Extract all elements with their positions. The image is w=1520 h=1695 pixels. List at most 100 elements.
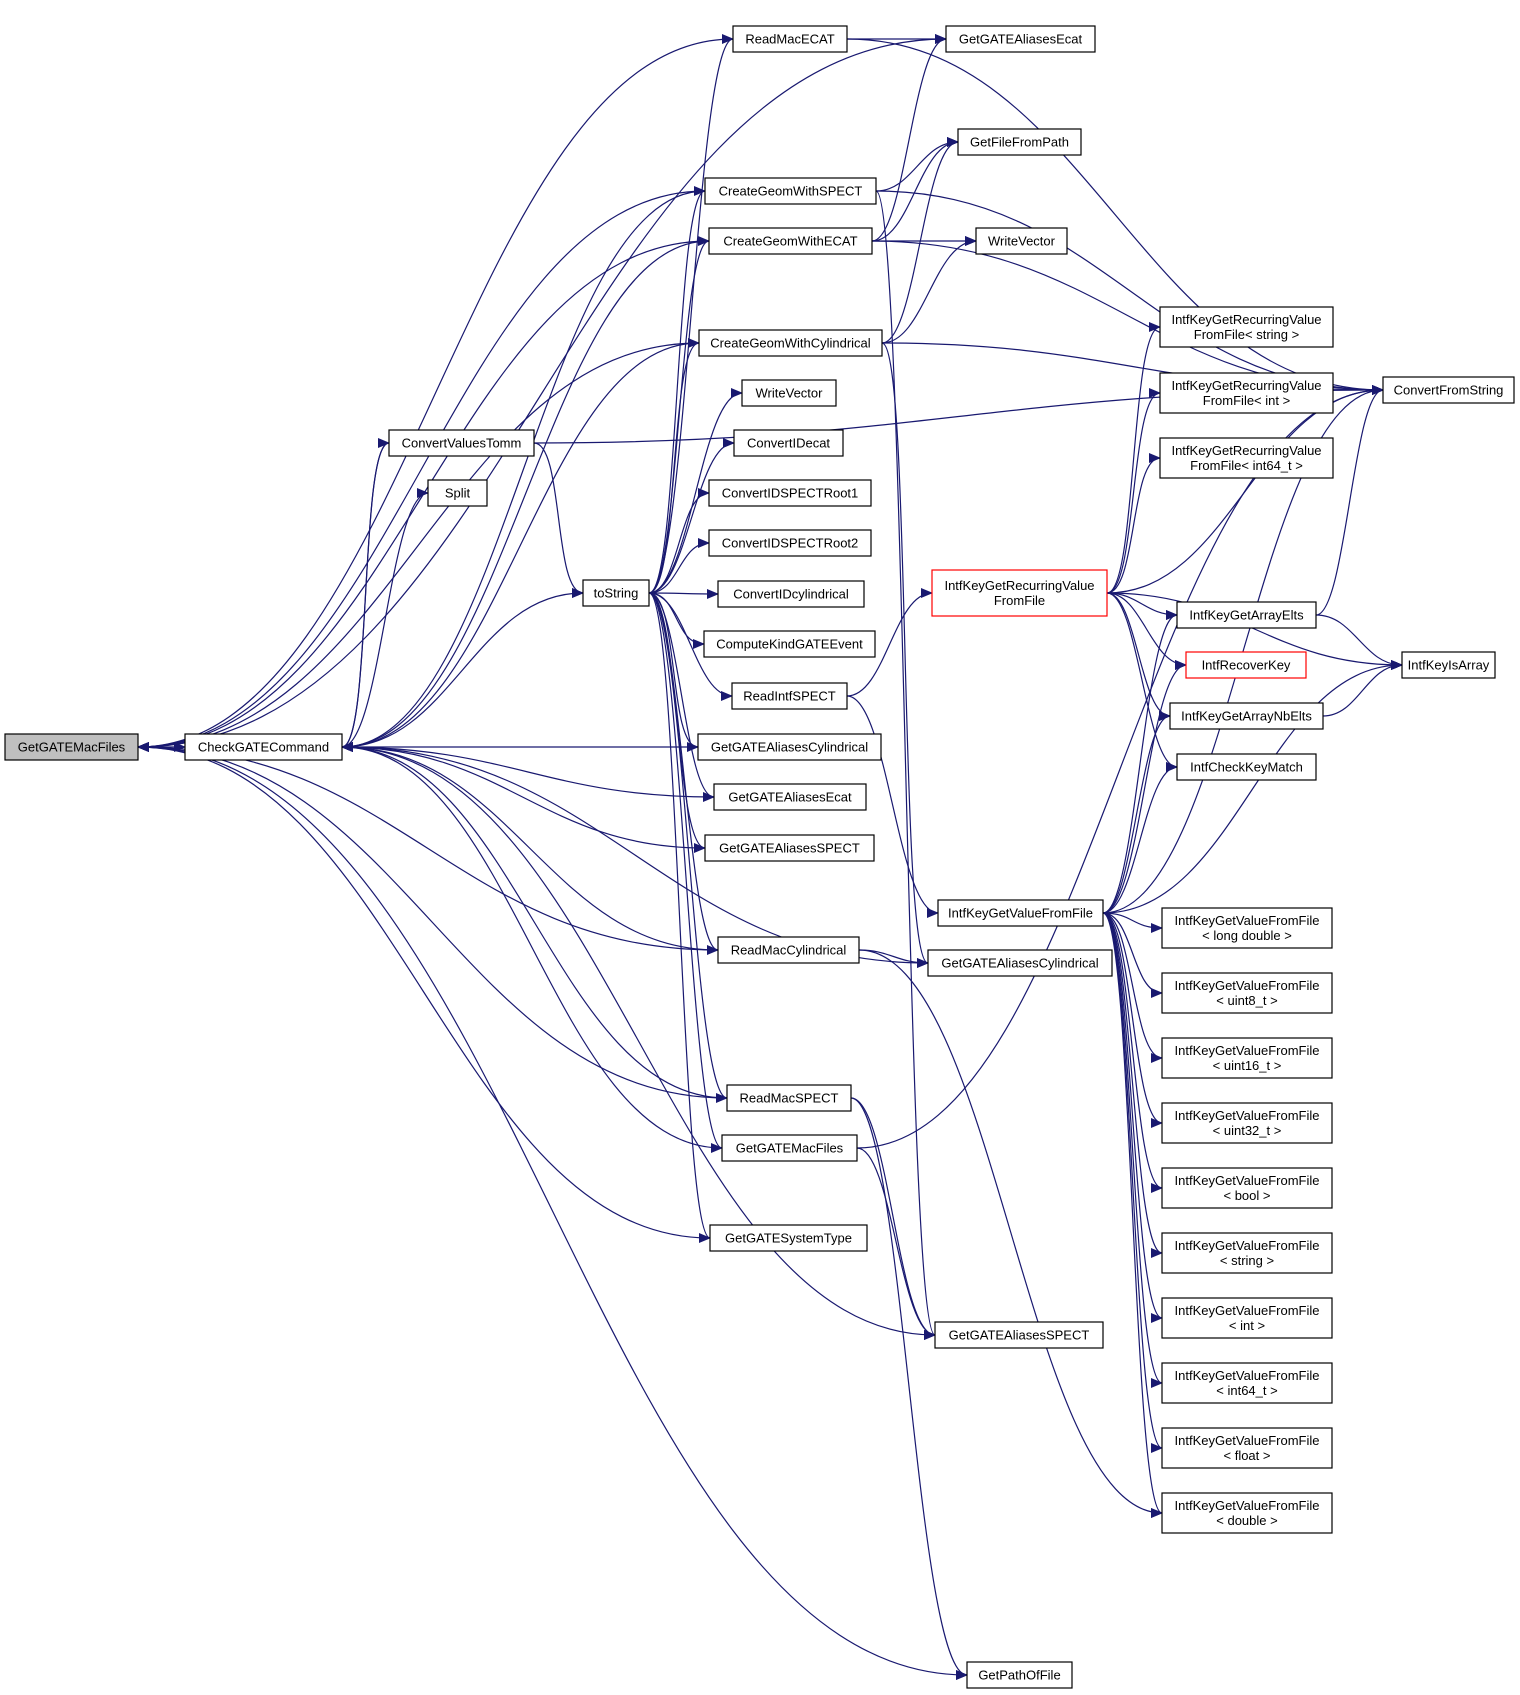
node-label: ConvertIDcylindrical — [733, 587, 849, 602]
node-convert-from-string[interactable]: ConvertFromString — [1382, 376, 1515, 404]
node-box — [388, 429, 535, 457]
node-get-gatemac-files-mid[interactable]: GetGATEMacFiles — [721, 1134, 858, 1162]
node-val-float[interactable]: IntfKeyGetValueFromFile< float > — [1161, 1427, 1333, 1469]
node-label: < int64_t > — [1216, 1383, 1277, 1398]
edge-get-gatealiases-ecat-mid-to-check-gatecommand — [341, 742, 715, 798]
node-intf-key-is-array[interactable]: IntfKeyIsArray — [1401, 651, 1496, 679]
edge-intf-key-get-value-from-file-to-val-uint32 — [1102, 912, 1163, 1128]
edge-intf-key-get-recurring-value-from-file-to-recur-string — [1106, 322, 1161, 594]
edge-to-string-to-get-gatealiases-ecat-mid — [648, 592, 715, 802]
edge-intf-key-get-recurring-value-from-file-to-recur-int — [1106, 388, 1161, 594]
node-label: GetGATESystemType — [725, 1231, 852, 1246]
node-box — [697, 733, 882, 761]
node-intf-recover-key[interactable]: IntfRecoverKey — [1185, 651, 1307, 679]
edge-create-geom-with-cylindrical-to-write-vector-right — [881, 236, 977, 344]
node-write-vector-mid[interactable]: WriteVector — [741, 379, 837, 407]
edges-layer — [137, 34, 1403, 1680]
node-get-path-of-file[interactable]: GetPathOfFile — [966, 1661, 1073, 1689]
node-val-long-double[interactable]: IntfKeyGetValueFromFile< long double > — [1161, 907, 1333, 949]
node-val-int64[interactable]: IntfKeyGetValueFromFile< int64_t > — [1161, 1362, 1333, 1404]
node-label: IntfKeyGetRecurringValue — [944, 578, 1094, 593]
node-get-file-from-path[interactable]: GetFileFromPath — [957, 128, 1082, 156]
node-label: IntfKeyGetValueFromFile — [1175, 1238, 1320, 1253]
node-label: IntfKeyGetArrayElts — [1189, 608, 1304, 623]
edge-read-intf-spect-to-intf-key-get-recurring-value-from-file — [846, 588, 933, 697]
node-val-bool[interactable]: IntfKeyGetValueFromFile< bool > — [1161, 1167, 1333, 1209]
node-box — [713, 783, 867, 811]
node-label: IntfKeyGetValueFromFile — [1175, 978, 1320, 993]
node-label: CheckGATECommand — [198, 740, 329, 755]
node-get-gatealiases-cylindrical-right[interactable]: GetGATEAliasesCylindrical — [927, 949, 1113, 977]
edge-get-gatemac-files-mid-to-convert-from-string — [856, 385, 1384, 1149]
node-val-string[interactable]: IntfKeyGetValueFromFile< string > — [1161, 1232, 1333, 1274]
node-create-geom-with-cylindrical[interactable]: CreateGeomWithCylindrical — [698, 329, 883, 357]
node-get-gatealiases-ecat-mid[interactable]: GetGATEAliasesEcat — [713, 783, 867, 811]
edge-read-mac-spect-to-get-path-of-file — [850, 1097, 968, 1680]
edge-intf-key-get-value-from-file-to-val-uint16 — [1102, 912, 1163, 1063]
node-box — [966, 1661, 1073, 1689]
node-intf-key-get-array-nb-elts[interactable]: IntfKeyGetArrayNbElts — [1169, 702, 1324, 730]
node-intf-key-get-value-from-file[interactable]: IntfKeyGetValueFromFile — [937, 899, 1104, 927]
node-label: < int > — [1229, 1318, 1265, 1333]
node-write-vector-right[interactable]: WriteVector — [975, 227, 1068, 255]
edge-intf-key-get-recurring-value-from-file-to-recur-int64 — [1106, 453, 1161, 594]
node-val-double[interactable]: IntfKeyGetValueFromFile< double > — [1161, 1492, 1333, 1534]
node-box — [937, 899, 1104, 927]
edge-intf-key-get-value-from-file-to-intf-key-get-array-nb-elts — [1102, 711, 1171, 914]
node-val-int[interactable]: IntfKeyGetValueFromFile< int > — [1161, 1297, 1333, 1339]
node-box — [4, 733, 139, 761]
edge-intf-key-get-array-elts-to-intf-key-is-array — [1315, 614, 1403, 670]
edge-to-string-to-convert-idspectroot1 — [648, 488, 710, 594]
node-box — [1169, 702, 1324, 730]
node-box — [427, 479, 488, 507]
node-read-intf-spect[interactable]: ReadIntfSPECT — [731, 682, 848, 710]
node-get-gatealiases-ecat-top[interactable]: GetGATEAliasesEcat — [945, 25, 1096, 53]
node-to-string[interactable]: toString — [582, 579, 650, 607]
node-label: < uint16_t > — [1213, 1058, 1282, 1073]
node-get-gatealiases-spect-mid[interactable]: GetGATEAliasesSPECT — [704, 834, 875, 862]
node-intf-key-get-array-elts[interactable]: IntfKeyGetArrayElts — [1176, 601, 1317, 629]
node-box — [741, 379, 837, 407]
node-convert-values-tomm[interactable]: ConvertValuesTomm — [388, 429, 535, 457]
node-read-mac-spect[interactable]: ReadMacSPECT — [726, 1084, 852, 1112]
node-label: FromFile< int > — [1203, 393, 1290, 408]
edge-to-string-to-get-gatemac-files-mid — [648, 592, 723, 1153]
edge-convert-values-tomm-to-to-string — [533, 442, 584, 598]
node-box — [726, 1084, 852, 1112]
node-convert-idspectroot1[interactable]: ConvertIDSPECTRoot1 — [708, 479, 872, 507]
node-get-gatemac-files-main[interactable]: GetGATEMacFiles — [4, 733, 139, 761]
node-get-gatesystem-type[interactable]: GetGATESystemType — [709, 1224, 868, 1252]
edge-create-geom-with-ecat-to-get-file-from-path — [871, 137, 959, 242]
node-val-uint16[interactable]: IntfKeyGetValueFromFile< uint16_t > — [1161, 1037, 1333, 1079]
node-val-uint32[interactable]: IntfKeyGetValueFromFile< uint32_t > — [1161, 1102, 1333, 1144]
node-compute-kind-gateevent[interactable]: ComputeKindGATEEvent — [703, 630, 876, 658]
node-convert-idecat[interactable]: ConvertIDecat — [733, 429, 844, 457]
node-label: toString — [594, 586, 639, 601]
node-get-gatealiases-spect-right[interactable]: GetGATEAliasesSPECT — [934, 1321, 1104, 1349]
node-split[interactable]: Split — [427, 479, 488, 507]
node-label: IntfKeyIsArray — [1408, 658, 1490, 673]
node-label: GetGATEAliasesEcat — [728, 790, 852, 805]
node-convert-idcylindrical[interactable]: ConvertIDcylindrical — [717, 580, 865, 608]
node-read-mac-ecat[interactable]: ReadMacECAT — [732, 25, 848, 53]
node-val-uint8[interactable]: IntfKeyGetValueFromFile< uint8_t > — [1161, 972, 1333, 1014]
node-label: WriteVector — [756, 386, 824, 401]
node-intf-check-key-match[interactable]: IntfCheckKeyMatch — [1176, 753, 1317, 781]
node-check-gatecommand[interactable]: CheckGATECommand — [184, 733, 343, 761]
node-convert-idspectroot2[interactable]: ConvertIDSPECTRoot2 — [708, 529, 872, 557]
node-label: < uint8_t > — [1216, 993, 1277, 1008]
node-read-mac-cylindrical[interactable]: ReadMacCylindrical — [717, 936, 860, 964]
node-box — [709, 1224, 868, 1252]
node-create-geom-with-spect[interactable]: CreateGeomWithSPECT — [704, 177, 877, 205]
node-create-geom-with-ecat[interactable]: CreateGeomWithECAT — [708, 227, 873, 255]
nodes-layer: GetGATEMacFiles CheckGATECommand ReadMacEC… — [4, 25, 1515, 1689]
node-box — [717, 580, 865, 608]
node-label: GetGATEMacFiles — [736, 1141, 844, 1156]
node-label: ReadMacSPECT — [740, 1091, 839, 1106]
node-get-gatealiases-cylindrical-mid[interactable]: GetGATEAliasesCylindrical — [697, 733, 882, 761]
